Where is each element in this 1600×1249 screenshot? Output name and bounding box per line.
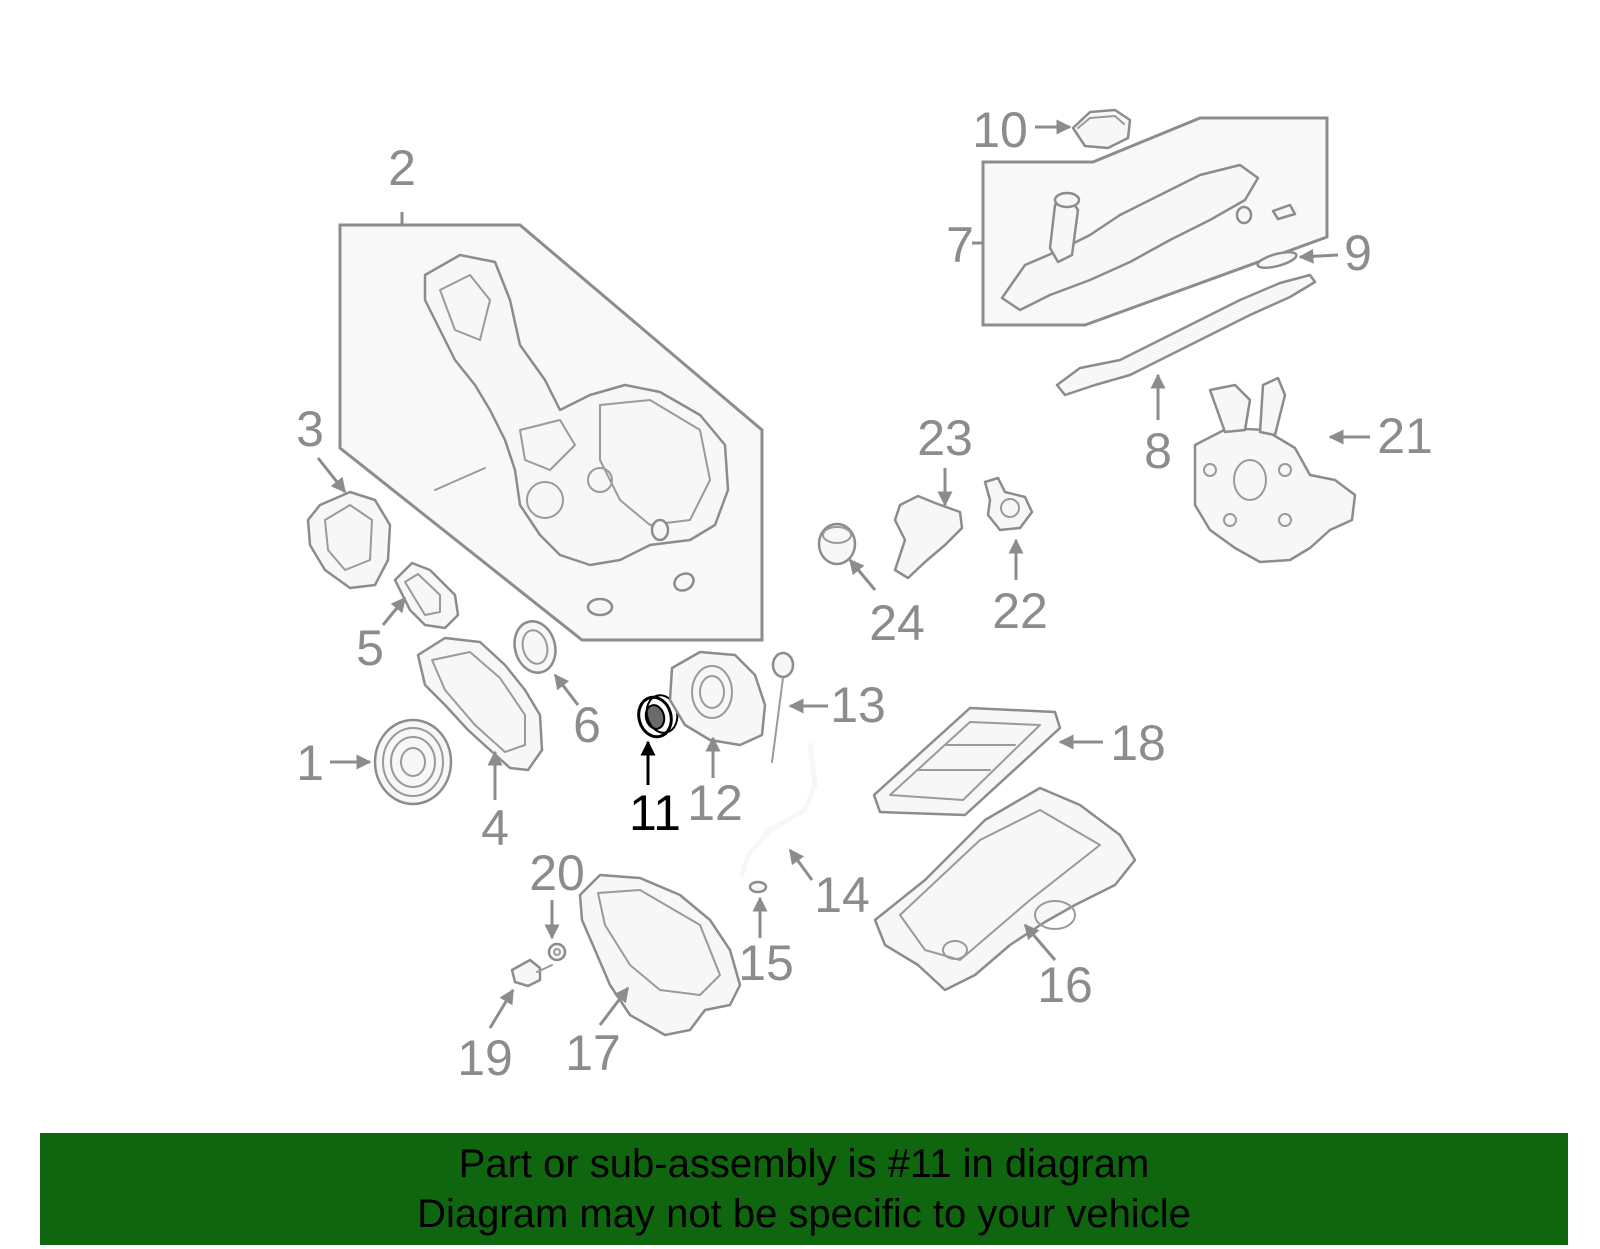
part-13-dipstick[interactable] xyxy=(771,651,795,763)
callout-11[interactable]: 11 xyxy=(629,785,681,841)
info-banner: Part or sub-assembly is #11 in diagram D… xyxy=(40,1133,1568,1245)
callout-22[interactable]: 22 xyxy=(992,583,1048,639)
part-22-oil-sender[interactable] xyxy=(983,476,1034,532)
callout-16[interactable]: 16 xyxy=(1037,957,1093,1013)
callout-3[interactable]: 3 xyxy=(296,401,324,457)
part-1-pulley[interactable] xyxy=(373,718,453,806)
callout-12[interactable]: 12 xyxy=(687,775,743,831)
part-19-drain-plug[interactable] xyxy=(510,958,553,988)
callout-2[interactable]: 2 xyxy=(388,140,416,196)
part-17-oil-pan[interactable] xyxy=(578,873,742,1037)
part-5-gasket[interactable] xyxy=(393,561,460,630)
part-7-valve-cover-group[interactable] xyxy=(981,116,1329,327)
part-2-timing-cover-group[interactable] xyxy=(338,223,764,642)
callout-23[interactable]: 23 xyxy=(917,410,973,466)
part-24-oil-filter[interactable] xyxy=(817,522,857,566)
part-20-washer[interactable] xyxy=(547,942,567,962)
banner-line-1: Part or sub-assembly is #11 in diagram xyxy=(458,1142,1150,1186)
callout-4[interactable]: 4 xyxy=(481,800,509,856)
part-14-dipstick-tube[interactable] xyxy=(739,742,818,878)
part-18-oil-pan-gasket[interactable] xyxy=(872,706,1062,817)
callout-19[interactable]: 19 xyxy=(457,1030,513,1086)
part-6-seal[interactable] xyxy=(509,617,561,678)
banner-line-2: Diagram may not be specific to your vehi… xyxy=(417,1192,1191,1236)
callout-15[interactable]: 15 xyxy=(738,935,794,991)
callout-1[interactable]: 1 xyxy=(296,735,324,791)
callout-9[interactable]: 9 xyxy=(1344,225,1372,281)
callout-7[interactable]: 7 xyxy=(946,217,974,273)
part-21-oil-pump[interactable] xyxy=(1193,376,1357,564)
callout-18[interactable]: 18 xyxy=(1110,715,1166,771)
part-11-oil-seal[interactable] xyxy=(634,692,681,741)
callout-6[interactable]: 6 xyxy=(573,697,601,753)
callout-13[interactable]: 13 xyxy=(830,677,886,733)
part-3-cover[interactable] xyxy=(306,490,392,590)
callout-20[interactable]: 20 xyxy=(529,845,585,901)
callout-21[interactable]: 21 xyxy=(1377,408,1433,464)
callout-14[interactable]: 14 xyxy=(814,867,870,923)
part-12-seal-carrier[interactable] xyxy=(668,650,767,747)
part-23-bracket[interactable] xyxy=(893,494,964,580)
part-16-upper-oil-pan[interactable] xyxy=(873,786,1137,992)
callout-10[interactable]: 10 xyxy=(972,102,1028,158)
callout-5[interactable]: 5 xyxy=(356,620,384,676)
part-15-o-ring[interactable] xyxy=(748,880,768,894)
part-8-valve-cover-gasket[interactable] xyxy=(1055,273,1317,397)
part-4-front-cover[interactable] xyxy=(416,636,544,772)
callout-24[interactable]: 24 xyxy=(869,595,925,651)
callout-8[interactable]: 8 xyxy=(1144,423,1172,479)
part-10-oil-cap[interactable] xyxy=(1071,108,1132,150)
callout-17[interactable]: 17 xyxy=(565,1025,621,1081)
part-9-gasket[interactable] xyxy=(1256,249,1298,271)
